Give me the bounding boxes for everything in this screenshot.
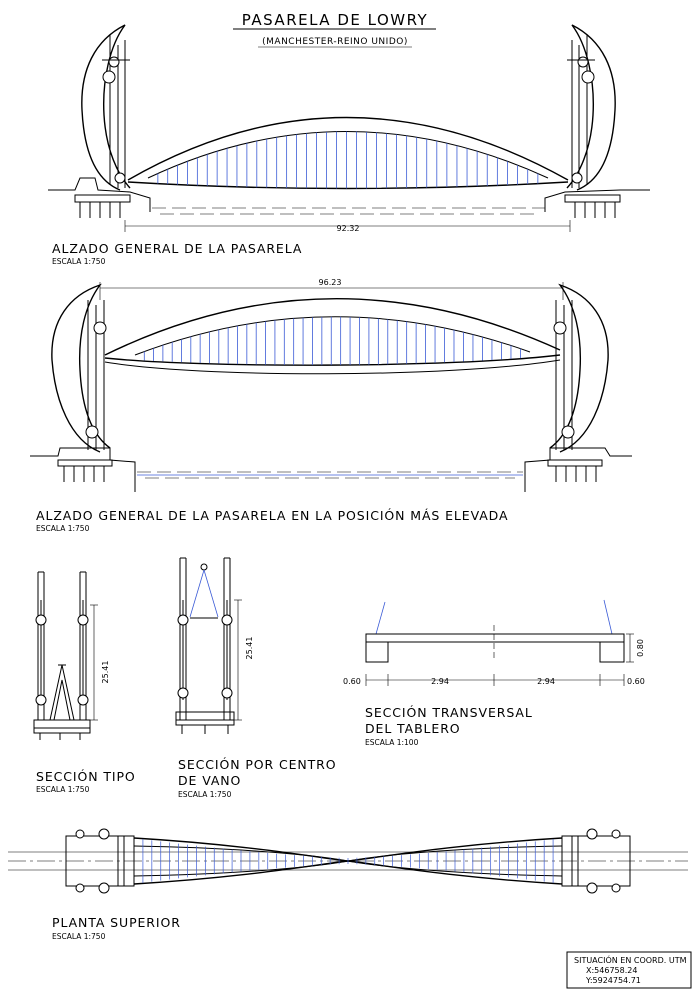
elevation-view [48, 24, 650, 232]
typical-section-dimension: 25.41 [101, 661, 110, 684]
sheet-subtitle: (MANCHESTER-REINO UNIDO) [262, 37, 408, 47]
plan-label: PLANTA SUPERIOR [52, 915, 181, 930]
plan-view [8, 828, 688, 894]
utm-x: X:546758.24 [586, 966, 637, 975]
deck-section-view [365, 599, 634, 686]
utm-box [566, 951, 692, 989]
elevation-scale: ESCALA 1:750 [52, 257, 106, 266]
center-section-view [175, 557, 242, 734]
center-section-label-2: DE VANO [178, 773, 241, 788]
raised-label: ALZADO GENERAL DE LA PASARELA EN LA POSI… [36, 508, 508, 523]
deck-section-label-2: DEL TABLERO [365, 721, 461, 736]
deck-dim-mid-right: 2.94 [537, 677, 555, 686]
utm-heading: SITUACIÓN EN COORD. UTM [574, 954, 687, 965]
utm-y: Y:5924754.71 [585, 976, 641, 985]
deck-height-dimension: 0.80 [636, 639, 645, 657]
sheet-title: PASARELA DE LOWRY [242, 11, 428, 29]
raised-elevation-view [30, 282, 632, 492]
deck-dim-left: 0.60 [343, 677, 361, 686]
center-section-dimension: 25.41 [245, 637, 254, 660]
elevation-label: ALZADO GENERAL DE LA PASARELA [52, 241, 302, 256]
typical-section-view [33, 571, 98, 740]
plan-scale: ESCALA 1:750 [52, 932, 106, 941]
deck-section-scale: ESCALA 1:100 [365, 738, 419, 747]
deck-section-label-1: SECCIÓN TRANSVERSAL [365, 705, 533, 720]
elevation-dimension: 92.32 [337, 224, 360, 233]
typical-section-scale: ESCALA 1:750 [36, 785, 90, 794]
deck-dim-right: 0.60 [627, 677, 645, 686]
center-section-label-1: SECCIÓN POR CENTRO [178, 757, 337, 772]
deck-dim-mid-left: 2.94 [431, 677, 449, 686]
raised-scale: ESCALA 1:750 [36, 524, 90, 533]
raised-dimension: 96.23 [319, 278, 342, 287]
center-section-scale: ESCALA 1:750 [178, 790, 232, 799]
typical-section-label: SECCIÓN TIPO [36, 769, 136, 784]
